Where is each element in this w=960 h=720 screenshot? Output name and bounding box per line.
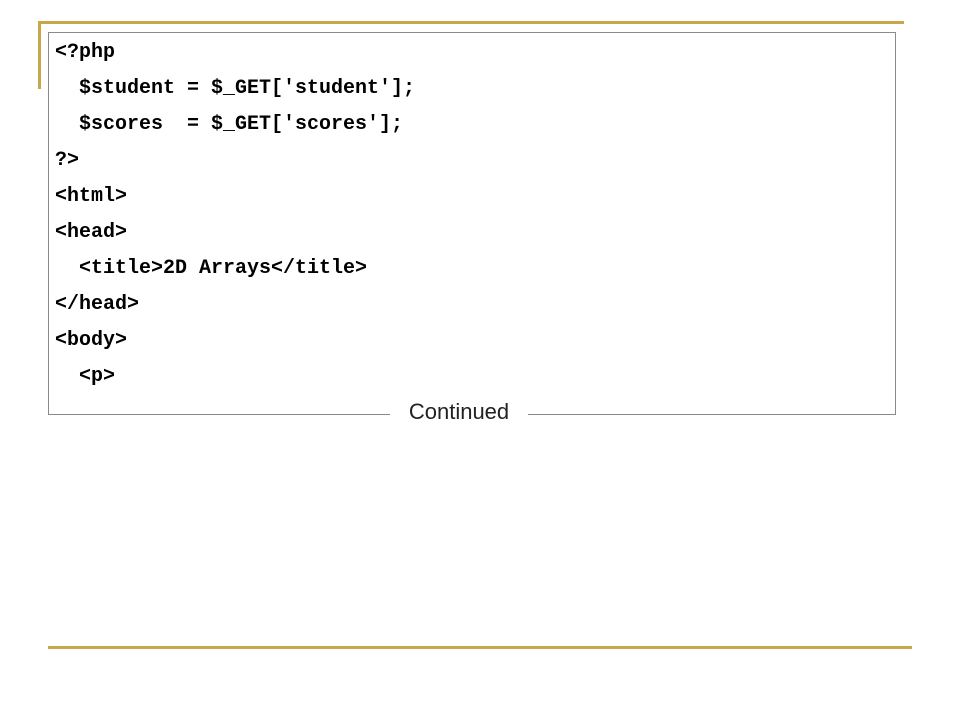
code-line: <body> — [55, 329, 128, 352]
code-line: <html> — [55, 185, 128, 208]
code-listing-box: <?php $student = $_GET['student']; $scor… — [48, 32, 896, 415]
code-lines: <?php $student = $_GET['student']; $scor… — [55, 39, 415, 399]
bottom-accent-rule — [48, 646, 912, 649]
top-accent-rule — [38, 21, 904, 24]
code-line: $scores = $_GET['scores']; — [55, 113, 404, 136]
code-line: <title>2D Arrays</title> — [55, 257, 368, 280]
code-line: $student = $_GET['student']; — [55, 77, 416, 100]
code-line: </head> — [55, 293, 140, 316]
code-line: <p> — [55, 365, 116, 388]
code-line: ?> — [55, 149, 80, 172]
left-accent-rule — [38, 21, 41, 89]
code-line: <head> — [55, 221, 128, 244]
continued-label: Continued — [390, 397, 528, 427]
code-line: <?php — [55, 41, 116, 64]
